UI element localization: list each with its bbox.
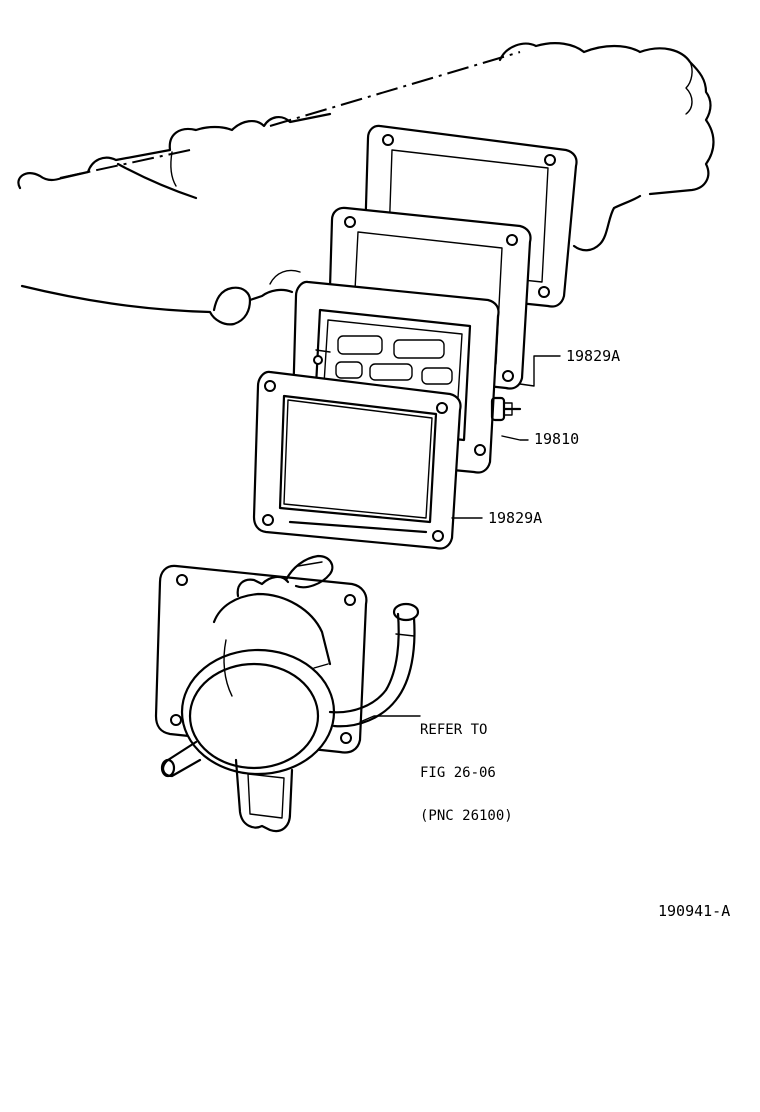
callout-19829A-lower: 19829A xyxy=(488,509,543,527)
lower-gasket xyxy=(252,370,462,550)
reference-line-2: FIG 26-06 xyxy=(420,765,496,781)
reference-note: REFER TO FIG 26-06 (PNC 26100) xyxy=(420,694,513,838)
callout-19810: 19810 xyxy=(534,430,580,448)
figure-id: 190941-A xyxy=(658,902,731,920)
reference-line-3: (PNC 26100) xyxy=(420,808,513,824)
leader-lines xyxy=(359,355,561,723)
intake-manifold xyxy=(17,42,715,326)
callout-19829A-upper: 19829A xyxy=(566,347,621,365)
reference-line-1: REFER TO xyxy=(420,722,488,738)
throttle-body xyxy=(154,554,420,833)
